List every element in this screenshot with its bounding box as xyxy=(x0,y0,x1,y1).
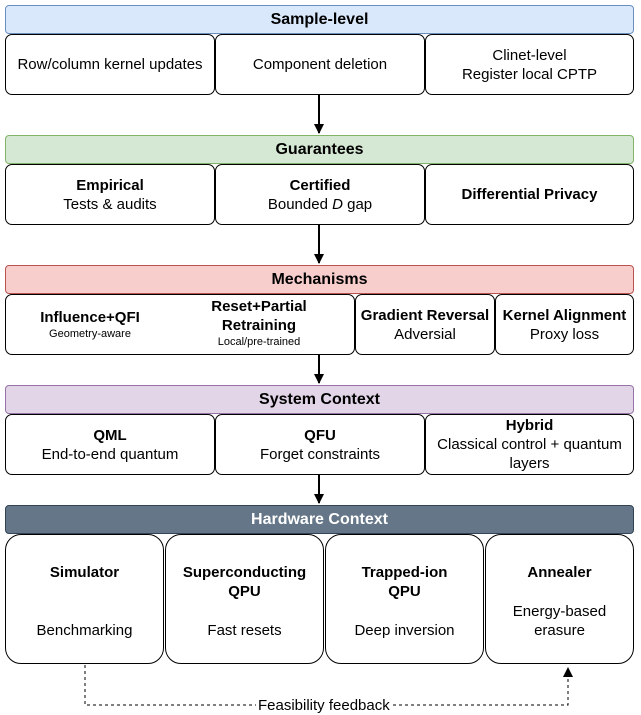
sample-item-sub: Register local CPTP xyxy=(461,65,598,83)
guarantee-title: Differential Privacy xyxy=(461,186,598,203)
feasibility-feedback-label: Feasibility feedback xyxy=(256,697,392,715)
mechanism-title-line1: Reset+Partial xyxy=(211,298,307,315)
mechanisms-title: Mechanisms xyxy=(271,270,368,288)
hardware-title: Simulator xyxy=(49,564,120,581)
system-qml: QML End-to-end quantum xyxy=(5,414,215,475)
guarantee-sub-pre: Bounded xyxy=(267,195,333,213)
hardware-title-line2: QPU xyxy=(388,583,421,600)
hardware-sub: Deep inversion xyxy=(354,622,455,639)
mechanism-influence-qfi: Influence+QFI Geometry-aware xyxy=(20,308,160,341)
mechanism-title-line2: Retraining xyxy=(221,317,297,334)
system-title: QFU xyxy=(304,426,336,444)
hardware-annealer: Annealer Energy-based erasure xyxy=(485,534,634,664)
mechanism-combined-box xyxy=(5,294,355,355)
hardware-context-title: Hardware Context xyxy=(251,510,388,528)
guarantee-certified: Certified Bounded D gap xyxy=(215,164,425,225)
mechanism-sub: Geometry-aware xyxy=(49,328,131,340)
mechanism-sub: Adversial xyxy=(394,325,456,343)
system-title: Hybrid xyxy=(505,417,554,434)
hardware-superconducting-qpu: Superconducting QPU Fast resets xyxy=(165,534,324,664)
sample-row-column-kernel-updates: Row/column kernel updates xyxy=(5,34,215,95)
hardware-sub-line2: erasure xyxy=(534,622,585,639)
sample-item-label: Clinet-level xyxy=(492,46,567,64)
system-sub-line2: layers xyxy=(509,455,550,472)
mechanism-reset-partial-retraining: Reset+Partial Retraining Local/pre-train… xyxy=(180,297,338,349)
mechanism-sub: Proxy loss xyxy=(529,325,600,343)
mechanisms-header: Mechanisms xyxy=(5,265,634,294)
system-sub: End-to-end quantum xyxy=(41,445,179,463)
guarantee-sub-italic: D xyxy=(332,195,343,213)
guarantee-title: Empirical xyxy=(76,176,144,194)
hardware-title-line2: QPU xyxy=(228,583,261,600)
hardware-title: Annealer xyxy=(527,564,592,581)
guarantee-sub-post: gap xyxy=(342,195,373,213)
sample-level-header: Sample-level xyxy=(5,5,634,34)
sample-item-label: Component deletion xyxy=(252,56,388,73)
mechanism-kernel-alignment: Kernel Alignment Proxy loss xyxy=(495,294,634,355)
hardware-title-line1: Superconducting xyxy=(182,564,307,581)
system-title: QML xyxy=(93,426,127,444)
system-sub: Forget constraints xyxy=(259,445,381,463)
mechanism-title: Influence+QFI xyxy=(40,309,140,326)
hardware-trapped-ion-qpu: Trapped-ion QPU Deep inversion xyxy=(325,534,484,664)
guarantee-differential-privacy: Differential Privacy xyxy=(425,164,634,225)
mechanism-sub: Local/pre-trained xyxy=(217,336,301,348)
sample-level-title: Sample-level xyxy=(270,10,369,28)
system-sub-line1: Classical control + quantum xyxy=(437,436,622,453)
hardware-sub: Fast resets xyxy=(207,622,282,639)
mechanism-gradient-reversal: Gradient Reversal Adversial xyxy=(355,294,495,355)
guarantees-title: Guarantees xyxy=(275,140,364,158)
hardware-sub: Benchmarking xyxy=(36,622,133,639)
guarantee-empirical: Empirical Tests & audits xyxy=(5,164,215,225)
hardware-simulator: Simulator Benchmarking xyxy=(5,534,164,664)
system-qfu: QFU Forget constraints xyxy=(215,414,425,475)
mechanism-title: Kernel Alignment xyxy=(502,306,627,324)
hardware-sub-line1: Energy-based xyxy=(512,603,607,620)
guarantee-sub: Tests & audits xyxy=(63,195,157,213)
guarantees-header: Guarantees xyxy=(5,135,634,164)
system-context-header: System Context xyxy=(5,385,634,414)
system-hybrid: Hybrid Classical control + quantum layer… xyxy=(425,414,634,475)
sample-client-level: Clinet-level Register local CPTP xyxy=(425,34,634,95)
hardware-context-header: Hardware Context xyxy=(5,505,634,534)
system-context-title: System Context xyxy=(259,390,380,408)
sample-item-label: Row/column kernel updates xyxy=(17,56,203,73)
hardware-title-line1: Trapped-ion xyxy=(361,564,448,581)
mechanism-title: Gradient Reversal xyxy=(360,306,490,324)
guarantee-sub: Bounded D gap xyxy=(268,195,372,214)
guarantee-title: Certified xyxy=(289,176,351,194)
sample-component-deletion: Component deletion xyxy=(215,34,425,95)
feedback-loop-arrow xyxy=(84,665,573,706)
